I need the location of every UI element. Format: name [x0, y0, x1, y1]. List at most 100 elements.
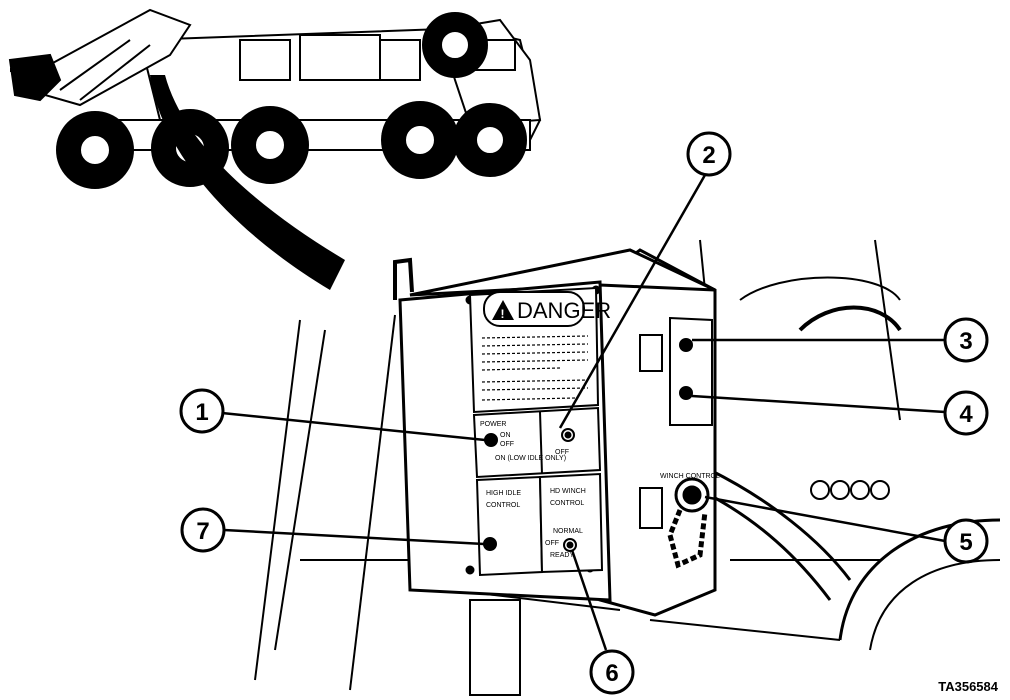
- callout-number-7: 7: [196, 518, 209, 545]
- fender-curve: [798, 305, 902, 332]
- power-off-label: OFF: [500, 441, 514, 448]
- leader-line-5: [704, 495, 946, 543]
- winch-off-label: OFF: [545, 540, 559, 547]
- hose-bundle: [709, 468, 852, 581]
- lid-handle: [393, 257, 414, 300]
- callout-circle-7: [180, 507, 226, 553]
- structure-line: [699, 239, 706, 291]
- callout-leaders: [221, 174, 946, 651]
- leader-line-7: [223, 528, 485, 546]
- power-switch-1[interactable]: [484, 433, 498, 447]
- hd-winch-label: HD WINCH: [550, 488, 586, 495]
- side-switch-plate: [669, 316, 713, 426]
- structure-line: [254, 319, 301, 681]
- callout-number-2: 2: [702, 142, 715, 169]
- connector: [830, 480, 850, 500]
- callout-number-3: 3: [959, 328, 972, 355]
- switch-6-core: [566, 541, 574, 549]
- leader-line-2: [558, 174, 707, 429]
- power-switch-plate: [472, 406, 602, 479]
- hd-winch-control-label: CONTROL: [550, 500, 584, 507]
- side-switch-3[interactable]: [679, 338, 693, 352]
- high-idle-switch-7[interactable]: [483, 537, 497, 551]
- control-box-side: [598, 248, 717, 617]
- winch-ready-label: READY: [550, 552, 574, 559]
- structure-line: [874, 239, 901, 421]
- warning-triangle-icon: [492, 300, 514, 320]
- callout-number-4: 4: [959, 401, 973, 428]
- connector-cluster: [810, 480, 890, 500]
- high-idle-label: HIGH IDLE: [486, 490, 521, 497]
- crane-cable: [59, 39, 131, 91]
- hose-bundle: [699, 488, 832, 601]
- warning-text-line: [481, 359, 589, 363]
- fender-curve: [739, 276, 901, 301]
- mounting-bracket: [469, 599, 521, 696]
- wheel-arc: [869, 559, 1001, 651]
- danger-text-block: [481, 335, 589, 401]
- plate-divider: [539, 411, 543, 475]
- toggle-switches: [483, 338, 693, 552]
- locator-arrow: [150, 75, 345, 290]
- spare-tire-hub: [440, 30, 470, 60]
- callout-circle-1: [179, 388, 225, 434]
- callout-number-6: 6: [605, 660, 618, 687]
- panel-labels: POWER ON OFF ON (LOW IDLE ONLY) OFF HIGH…: [480, 421, 720, 559]
- crane-cable: [79, 44, 151, 101]
- warning-text-line: [481, 387, 589, 391]
- high-idle-control-label: CONTROL: [486, 502, 520, 509]
- background-structure: [254, 239, 1001, 696]
- connector: [870, 480, 890, 500]
- callout-number-5: 5: [959, 529, 972, 556]
- callout-numbers: 1 2 3 4 5 6 7: [195, 142, 973, 687]
- side-latch: [639, 487, 663, 529]
- power-note-label: ON (LOW IDLE ONLY): [495, 455, 566, 462]
- connector-chain: [667, 509, 708, 569]
- power-on-label: ON: [500, 432, 511, 439]
- power-label: POWER: [480, 421, 506, 428]
- bed-equipment-box: [299, 34, 381, 81]
- wheel-hub: [254, 129, 286, 161]
- wheel-hub: [475, 125, 505, 155]
- structure-line: [349, 314, 396, 691]
- switch-2-core: [564, 431, 572, 439]
- leader-line-4: [691, 394, 946, 414]
- right-switch-off-label: OFF: [555, 449, 569, 456]
- control-box: ! DANGER: [393, 248, 717, 617]
- warning-text-line: [481, 397, 576, 401]
- side-latch: [639, 334, 663, 372]
- warning-text-line: [481, 335, 589, 339]
- winch-normal-label: NORMAL: [553, 528, 583, 535]
- callout-circle-5: [943, 518, 989, 564]
- leader-line-1: [221, 411, 486, 442]
- warning-text-line: [481, 367, 561, 371]
- side-switch-4[interactable]: [679, 386, 693, 400]
- callout-circles: [179, 131, 989, 695]
- structure-line: [649, 619, 841, 641]
- tow-assembly: [8, 53, 62, 102]
- callout-circle-6: [589, 649, 635, 695]
- callout-circle-3: [943, 317, 989, 363]
- warning-text-line: [481, 351, 589, 355]
- connector: [850, 480, 870, 500]
- connector: [810, 480, 830, 500]
- bed-equipment-box: [379, 39, 421, 81]
- danger-exclamation: !: [501, 307, 505, 321]
- danger-title: DANGER: [517, 298, 611, 323]
- warning-text-line: [481, 379, 589, 383]
- figure-id: TA356584: [938, 679, 998, 694]
- hd-winch-plate: [538, 472, 604, 574]
- callout-circle-4: [943, 390, 989, 436]
- callout-circle-2: [686, 131, 732, 177]
- wheel-hub: [404, 124, 436, 156]
- winch-control-side-label: WINCH CONTROL: [660, 473, 720, 480]
- callout-number-1: 1: [195, 399, 208, 426]
- bed-equipment-box: [239, 39, 291, 81]
- structure-line: [274, 329, 326, 651]
- warning-text-line: [481, 343, 589, 347]
- connector-core: [682, 485, 702, 505]
- truck-illustration: [8, 8, 542, 189]
- corner-screw: [465, 565, 475, 575]
- leader-line-6: [570, 549, 608, 651]
